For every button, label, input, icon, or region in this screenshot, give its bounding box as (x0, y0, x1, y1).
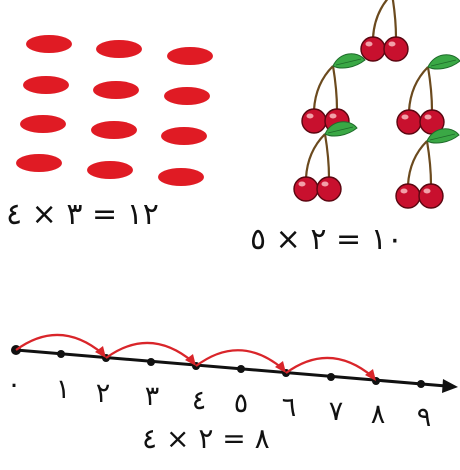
counters-equation: ١٢ = ٣ × ٤ (6, 200, 159, 230)
counter (161, 127, 207, 145)
number-label-5: ٥ (234, 388, 249, 419)
tick-point (147, 358, 155, 366)
counter (91, 121, 137, 139)
counter (164, 87, 210, 105)
number-label-8: ٨ (371, 399, 386, 430)
number-line-axis (16, 350, 446, 386)
counter (87, 161, 133, 179)
number-label-9: ٩ (417, 402, 432, 433)
cherries-group (294, 0, 460, 208)
counter (26, 35, 72, 53)
tick-point (417, 380, 425, 388)
number-label-4: ٤ (192, 385, 207, 416)
counter (16, 154, 62, 172)
counter (96, 40, 142, 58)
cherry-bunch (397, 55, 460, 134)
counter (93, 81, 139, 99)
counter (167, 47, 213, 65)
cherry-bunch (294, 122, 357, 201)
cherry-bunch (361, 0, 424, 61)
tick-point (327, 373, 335, 381)
number-label-6: ٦ (282, 392, 297, 423)
tick-point (237, 365, 245, 373)
number-label-1: ١ (56, 374, 71, 405)
number-label-3: ٣ (145, 381, 160, 412)
number-line-equation: ٨ = ٢ × ٤ (142, 425, 270, 453)
cherries-equation: ١٠ = ٢ × ٥ (250, 225, 403, 255)
tick-point (57, 350, 65, 358)
number-label-0: ٠ (7, 369, 22, 400)
number-line: ٠ ١ ٢ ٣ ٤ ٥ ٦ ٧ ٨ ٩ (7, 335, 458, 433)
cherry-bunch (302, 54, 365, 133)
number-label-2: ٢ (96, 378, 111, 409)
counter (23, 76, 69, 94)
cherry-bunch (396, 129, 459, 208)
counters-array (16, 35, 213, 186)
counter (158, 168, 204, 186)
number-line-arrowhead (442, 379, 458, 393)
number-label-7: ٧ (329, 396, 344, 427)
counter (20, 115, 66, 133)
